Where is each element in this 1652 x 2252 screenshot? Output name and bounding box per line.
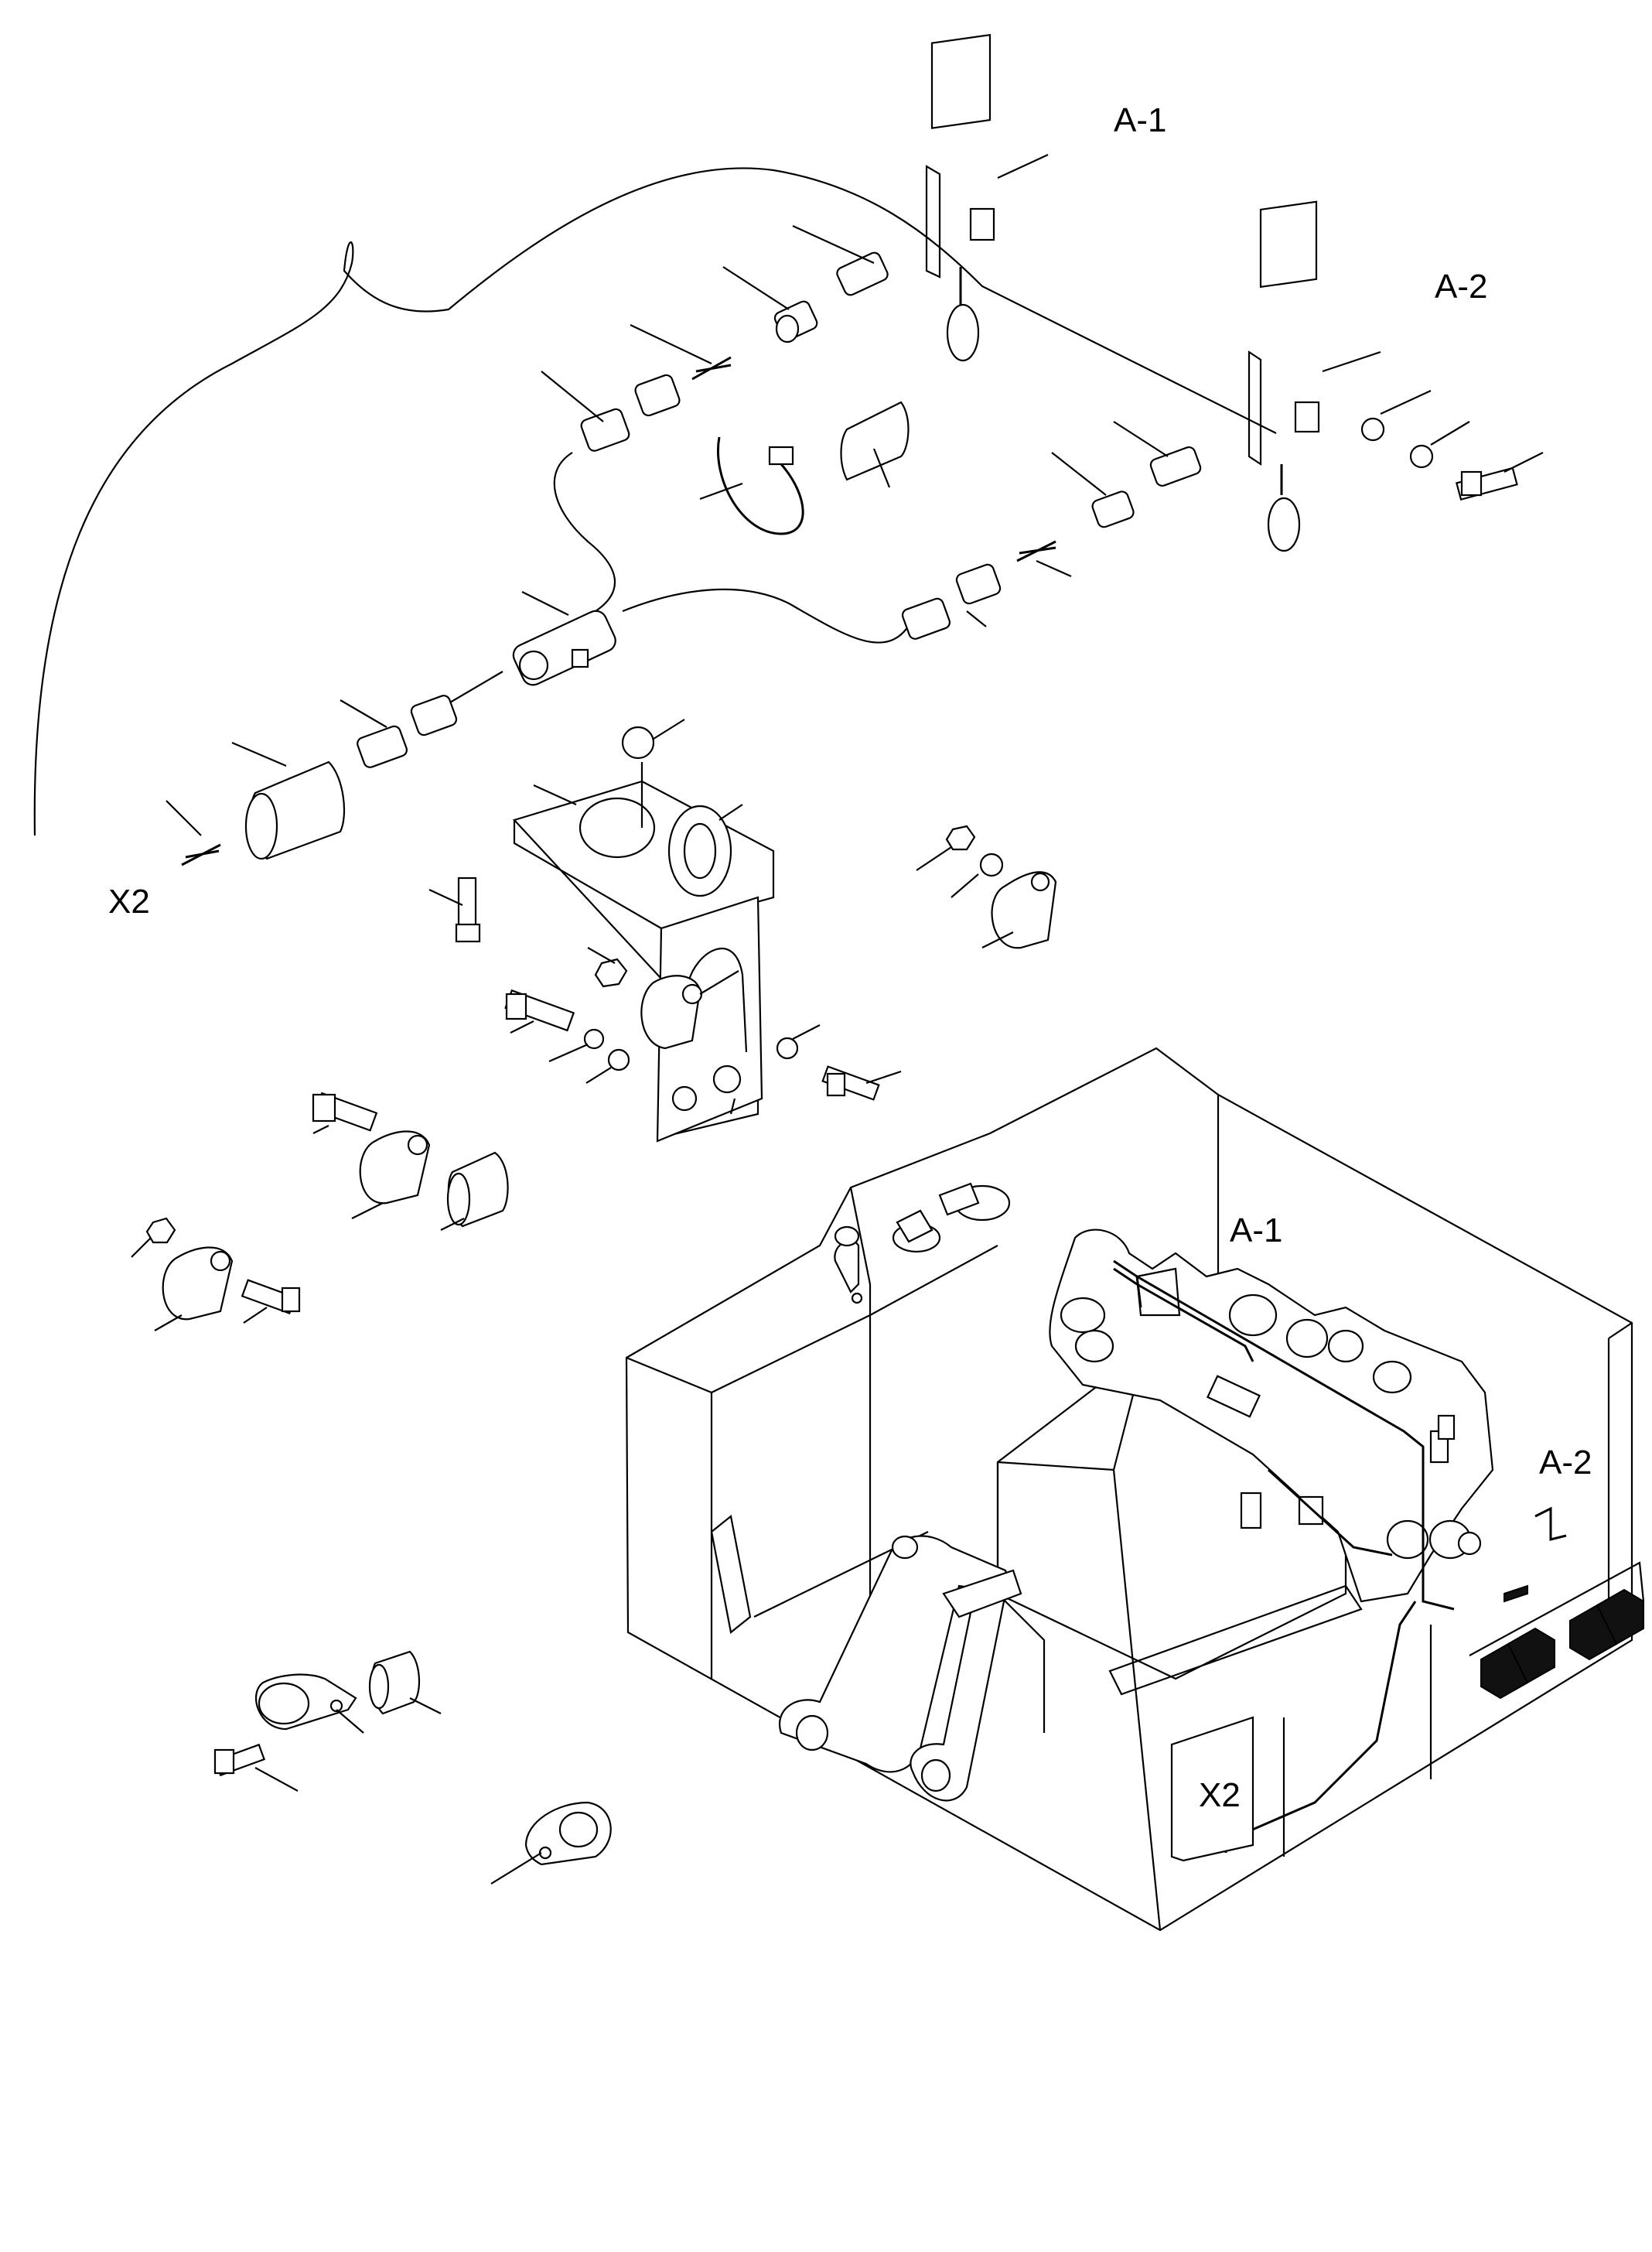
fitting-left-1 — [340, 695, 458, 768]
label-a2-machine: A-2 — [1539, 1444, 1592, 1481]
clamp-kit-right — [916, 825, 1057, 949]
t-connector — [512, 591, 616, 686]
washers-bracket — [548, 1028, 630, 1084]
nut-bracket — [587, 947, 628, 988]
cab-outline — [33, 167, 1277, 836]
pin-connector-right — [1016, 540, 1072, 578]
joystick-panel — [834, 1182, 1011, 1304]
fitting-upper-1 — [792, 224, 889, 296]
boom-arm — [710, 1515, 1022, 1802]
label-x2-left: X2 — [108, 883, 150, 921]
bolt-bracket-left — [504, 989, 575, 1034]
fitting-right-2 — [1051, 452, 1135, 528]
label-a2-top: A-2 — [1435, 268, 1487, 306]
clamp-single-bottom — [490, 1801, 612, 1885]
hose-line-upper — [553, 452, 616, 612]
sleeve-left — [231, 741, 346, 860]
label-a1-top: A-1 — [1114, 101, 1166, 139]
battery-pack — [1469, 1561, 1645, 1700]
control-valve-a1 — [925, 33, 1049, 362]
clamp-kit-bottom — [213, 1650, 442, 1792]
pin-connector-left — [166, 800, 221, 866]
tape-roll — [840, 401, 910, 488]
label-a1-machine: A-1 — [1230, 1211, 1282, 1249]
fitting-right-3 — [901, 563, 1002, 640]
hose-line-lower — [622, 588, 913, 644]
machine-body — [625, 1047, 1633, 1932]
cable-tie — [699, 436, 804, 535]
pin-connector-upper — [630, 324, 732, 381]
clamp-kit-left-middle — [312, 1092, 509, 1231]
fitting-upper-3 — [541, 371, 681, 452]
clamp-kit-left-lower — [131, 1217, 301, 1331]
bolt-right — [1455, 452, 1544, 501]
fitting-upper-2 — [722, 266, 818, 343]
clamp-bracket-center — [640, 970, 739, 1050]
engine-block — [1049, 1229, 1494, 1603]
fitting-right-1 — [1113, 421, 1202, 487]
bolt-bracket-top — [428, 877, 481, 943]
label-x2-machine: X2 — [1199, 1776, 1241, 1814]
x2-panel — [1170, 1716, 1254, 1862]
bracket-clamp-large — [533, 719, 743, 897]
bolt-bracket-right — [776, 1024, 902, 1101]
washer-right — [1360, 390, 1470, 469]
control-valve-a2 — [1248, 200, 1381, 552]
